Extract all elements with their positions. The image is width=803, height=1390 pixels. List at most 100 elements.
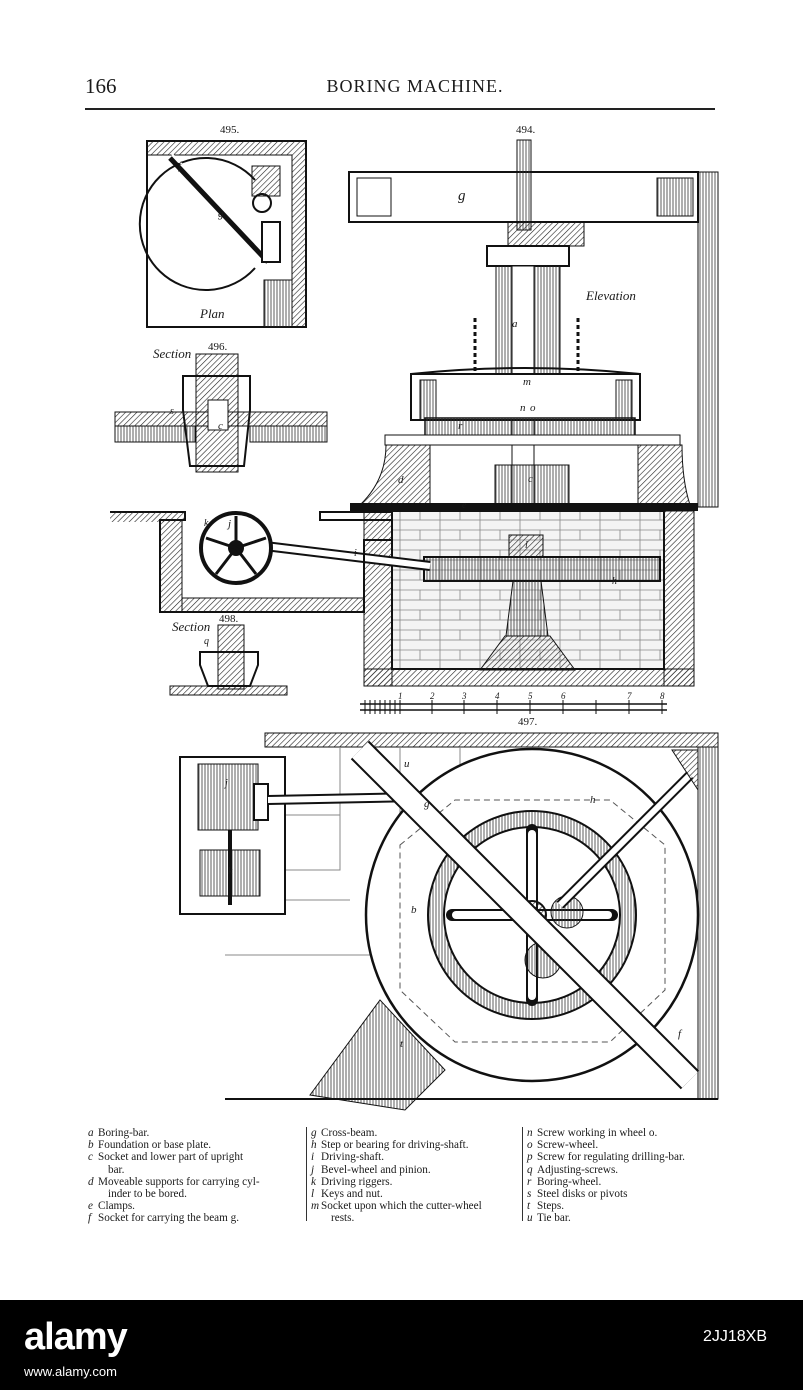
scale-bar bbox=[360, 700, 667, 714]
legend-key: f bbox=[88, 1212, 92, 1225]
figure-497-plan bbox=[179, 732, 719, 1111]
legend-text: Socket for carrying the beam g. bbox=[98, 1212, 240, 1225]
legend-text: Keys and nut. bbox=[321, 1188, 383, 1201]
driving-pulley-pit bbox=[110, 511, 393, 613]
stock-footer: alamy 2JJ18XB www.alamy.com bbox=[0, 1300, 803, 1390]
stock-brand-logo: alamy bbox=[24, 1316, 128, 1358]
fig494-letter-o: o bbox=[530, 402, 536, 414]
legend-text: Socket and lower part of upright bbox=[98, 1151, 244, 1164]
fig497-letter-k: k bbox=[228, 866, 233, 877]
legend-key: t bbox=[527, 1200, 531, 1213]
scale-tick-label: 4 bbox=[495, 691, 500, 701]
legend-key: e bbox=[88, 1200, 93, 1213]
legend-row: p Screw for regulating drilling-bar. bbox=[527, 1151, 727, 1163]
legend-row: u Tie bar. bbox=[527, 1212, 727, 1224]
legend-text: Screw-wheel. bbox=[537, 1139, 599, 1152]
fig494-letter-m: m bbox=[523, 376, 531, 388]
scale-tick-label: 5 bbox=[528, 691, 533, 701]
fig496-letter-c: c bbox=[218, 420, 223, 432]
legend-key: l bbox=[311, 1188, 315, 1201]
legend-row: s Steel disks or pivots bbox=[527, 1188, 727, 1200]
figure-494-elevation bbox=[264, 139, 719, 687]
legend-key: d bbox=[88, 1175, 94, 1188]
legend-text: Foundation or base plate. bbox=[98, 1139, 212, 1152]
legend-text: Clamps. bbox=[98, 1200, 135, 1213]
legend-row: e Clamps. bbox=[88, 1200, 300, 1212]
scale-tick-label: 7 bbox=[627, 691, 632, 701]
legend-row: b Foundation or base plate. bbox=[88, 1139, 300, 1151]
legend-key bbox=[88, 1164, 98, 1176]
legend-key: q bbox=[527, 1163, 533, 1176]
legend-text: Screw for regulating drilling-bar. bbox=[537, 1151, 685, 1164]
figure-495-plan bbox=[138, 140, 307, 328]
stock-image-id: 2JJ18XB bbox=[702, 1328, 767, 1345]
fig497-letter-u: u bbox=[404, 758, 410, 770]
legend-key: j bbox=[311, 1163, 315, 1176]
legend-text: Adjusting-screws. bbox=[537, 1163, 619, 1176]
legend-key: h bbox=[311, 1139, 317, 1152]
fig494-letter-d: d bbox=[398, 474, 404, 486]
legend-text: Tie bar. bbox=[537, 1212, 571, 1225]
legend-text: inder to be bored. bbox=[108, 1188, 187, 1201]
legend-key bbox=[88, 1188, 98, 1200]
figure-498-number: 498. bbox=[219, 613, 239, 625]
legend-text: Boring-bar. bbox=[98, 1127, 150, 1139]
legend-row: o Screw-wheel. bbox=[527, 1139, 727, 1151]
scale-tick-label: 3 bbox=[462, 691, 467, 701]
legend-key: p bbox=[527, 1151, 533, 1164]
fig494-letter-j: j bbox=[228, 518, 232, 530]
legend-row: bar. bbox=[88, 1164, 300, 1176]
fig494-letter-e: e bbox=[462, 500, 467, 511]
figure-498-section bbox=[169, 624, 288, 696]
fig494-letter-c: c bbox=[528, 473, 533, 485]
legend-key: g bbox=[311, 1127, 317, 1139]
legend-text: Boring-wheel. bbox=[537, 1175, 602, 1188]
fig497-letter-j: j bbox=[225, 778, 228, 789]
legend-row: l Keys and nut. bbox=[311, 1188, 521, 1200]
legend-key: r bbox=[527, 1175, 532, 1188]
fig494-letter-l: l bbox=[525, 540, 528, 551]
page-number: 166 bbox=[85, 74, 117, 98]
legend-key: o bbox=[527, 1139, 533, 1152]
fig497-letter-h: h bbox=[590, 794, 596, 806]
legend-row: rests. bbox=[311, 1212, 521, 1224]
legend-key: m bbox=[311, 1200, 320, 1213]
legend-row: j Bevel-wheel and pinion. bbox=[311, 1164, 521, 1176]
legend-key: b bbox=[88, 1139, 94, 1152]
legend-key: k bbox=[311, 1175, 316, 1188]
figure-496-section bbox=[114, 353, 328, 473]
legend-key: u bbox=[527, 1212, 533, 1225]
legend-key: c bbox=[88, 1151, 93, 1164]
fig497-letter-b: b bbox=[411, 904, 417, 916]
legend-text: Steel disks or pivots bbox=[537, 1188, 628, 1201]
figure-495-caption: Plan bbox=[200, 306, 225, 321]
legend-text: bar. bbox=[108, 1163, 125, 1176]
legend-text: rests. bbox=[331, 1212, 355, 1225]
fig495-letter-f: f bbox=[178, 160, 182, 172]
fig494-letter-g: g bbox=[458, 188, 466, 204]
fig497-letter-f: f bbox=[678, 1028, 682, 1040]
legend-text: Socket upon which the cutter-wheel bbox=[321, 1200, 482, 1213]
fig494-letter-i: i bbox=[354, 548, 357, 559]
figure-497-number: 497. bbox=[518, 716, 538, 728]
legend-text: Driving-shaft. bbox=[321, 1151, 385, 1164]
legend-key: a bbox=[88, 1127, 94, 1139]
legend-text: Bevel-wheel and pinion. bbox=[321, 1163, 431, 1176]
figure-496-number: 496. bbox=[208, 341, 228, 353]
legend-key: n bbox=[527, 1127, 533, 1139]
legend-row: q Adjusting-screws. bbox=[527, 1164, 727, 1176]
figure-494-caption: Elevation bbox=[586, 288, 636, 303]
fig497-letter-t: t bbox=[400, 1038, 404, 1050]
figure-498-caption: Section bbox=[172, 619, 211, 634]
legend-key: s bbox=[527, 1188, 532, 1201]
fig494-letter-a: a bbox=[512, 318, 518, 330]
legend-row: c Socket and lower part of upright bbox=[88, 1151, 300, 1163]
